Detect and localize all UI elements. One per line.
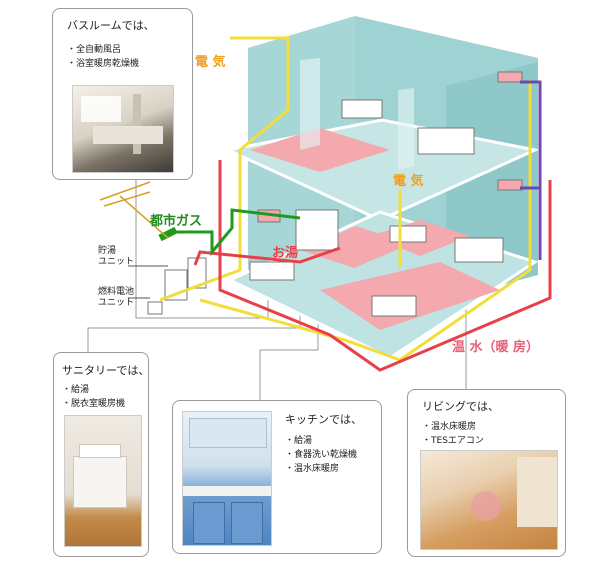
storage-unit-label-line2: ユニット	[98, 257, 135, 267]
hot-water-label: お湯	[272, 246, 299, 261]
living-callout: リビングでは、 温水床暖房 TESエアコン	[407, 389, 566, 557]
sanitary-feature-list: 給湯 脱衣室暖房機	[62, 383, 125, 411]
living-feature-2: TESエアコン	[422, 434, 484, 448]
kitchen-photo	[182, 411, 272, 546]
storage-unit-label: 貯湯 ユニット	[98, 246, 134, 268]
living-photo	[420, 450, 558, 550]
sanitary-title: サニタリーでは、	[62, 364, 150, 377]
kitchen-title: キッチンでは、	[285, 413, 362, 426]
sanitary-photo	[64, 415, 142, 547]
bathroom-feature-2: 浴室暖房乾燥機	[67, 57, 139, 71]
sanitary-callout: サニタリーでは、 給湯 脱衣室暖房機	[53, 352, 149, 557]
kitchen-feature-3: 温水床暖房	[285, 462, 357, 476]
pipes	[158, 36, 552, 372]
kitchen-callout: キッチンでは、 給湯 食器洗い乾燥機 温水床暖房	[172, 400, 382, 554]
city-gas-label: 都市ガス	[150, 214, 203, 229]
bathroom-callout: バスルームでは、 全自動風呂 浴室暖房乾燥機	[52, 8, 193, 180]
bathroom-title: バスルームでは、	[67, 19, 155, 32]
fuel-cell-unit-label: 燃料電池 ユニット	[98, 287, 134, 309]
bathroom-photo	[72, 85, 174, 173]
sanitary-feature-2: 脱衣室暖房機	[62, 397, 125, 411]
antenna-icon	[99, 181, 169, 239]
bathroom-feature-list: 全自動風呂 浴室暖房乾燥機	[67, 43, 139, 71]
living-feature-list: 温水床暖房 TESエアコン	[422, 420, 484, 448]
living-feature-1: 温水床暖房	[422, 420, 484, 434]
fuel-cell-unit-label-line2: ユニット	[98, 298, 135, 308]
kitchen-feature-2: 食器洗い乾燥機	[285, 448, 357, 462]
bathroom-feature-1: 全自動風呂	[67, 43, 139, 57]
living-title: リビングでは、	[422, 400, 499, 413]
heating-water-label: 温 水（暖 房）	[452, 340, 540, 355]
unit-pointer-lines	[128, 265, 168, 299]
electricity-label-mid: 電 気	[393, 174, 424, 189]
fuel-cell-unit-label-line1: 燃料電池	[98, 287, 135, 297]
house-structure	[147, 16, 540, 360]
kitchen-feature-1: 給湯	[285, 434, 357, 448]
kitchen-feature-list: 給湯 食器洗い乾燥機 温水床暖房	[285, 434, 357, 476]
electricity-label-top: 電 気	[195, 55, 226, 70]
storage-unit-label-line1: 貯湯	[98, 246, 117, 256]
sanitary-feature-1: 給湯	[62, 383, 125, 397]
